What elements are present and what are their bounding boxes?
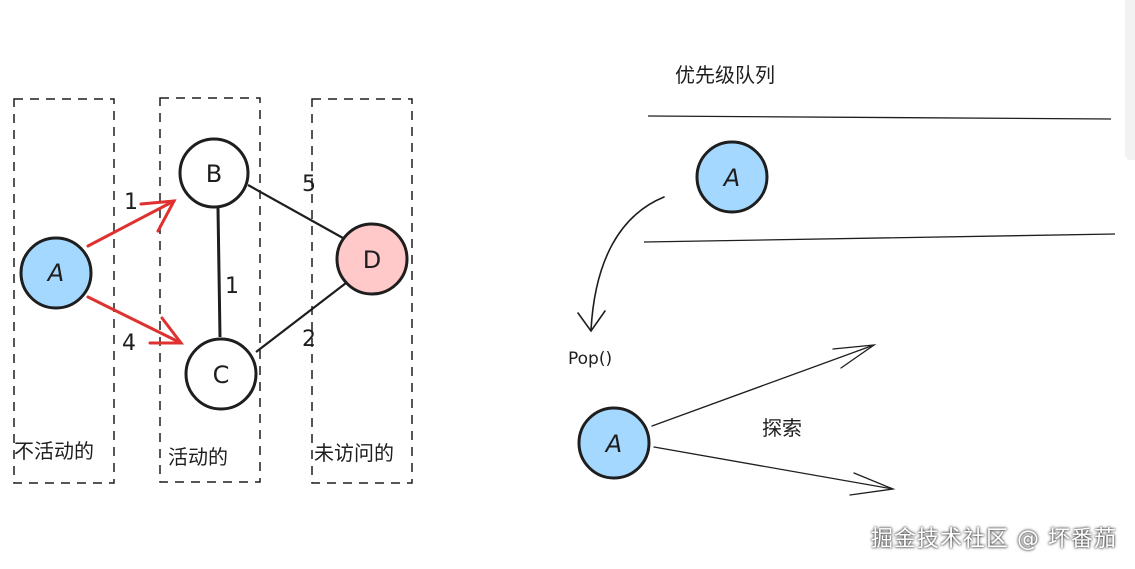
group-label-active: 活动的 [168, 445, 228, 469]
edge-weight-a-b: 1 [124, 190, 138, 215]
edge-c-d [255, 282, 347, 353]
node-a: A [19, 236, 93, 310]
watermark: 掘金技术社区 @ 坏番茄 [871, 527, 1117, 552]
explore-arrow-up [651, 344, 877, 427]
scrollbar-edge[interactable] [1125, 0, 1135, 160]
svg-text:B: B [206, 160, 222, 188]
queue-node-a: A [695, 140, 769, 214]
pop-arrow [577, 196, 665, 333]
svg-text:A: A [604, 430, 622, 458]
arrow-a-c [86, 295, 185, 345]
group-box-unvisited [311, 98, 413, 484]
group-label-unvisited: 未访问的 [314, 441, 394, 465]
node-c: C [184, 337, 258, 411]
explore-arrow-down [653, 446, 896, 496]
group-label-inactive: 不活动的 [14, 439, 94, 463]
edge-weight-a-c: 4 [122, 331, 136, 356]
group-box-inactive [13, 98, 115, 484]
group-box-active [159, 97, 261, 483]
queue-bottom-line [643, 233, 1116, 243]
queue-top-line [647, 115, 1112, 120]
svg-text:D: D [363, 246, 381, 274]
queue-title: 优先级队列 [675, 63, 775, 87]
node-d: D [335, 222, 409, 296]
explore-label: 探索 [762, 416, 802, 440]
svg-text:A: A [46, 259, 64, 287]
edge-b-d [247, 184, 344, 239]
arrow-a-b [86, 199, 177, 248]
edge-weight-b-c: 1 [225, 274, 239, 299]
edge-weight-c-d: 2 [302, 327, 316, 352]
pop-label: Pop() [568, 349, 612, 369]
explore-node-a: A [577, 406, 651, 480]
edge-b-c [216, 207, 222, 338]
node-b: B [178, 137, 250, 209]
svg-text:A: A [722, 164, 740, 192]
edge-weight-b-d: 5 [302, 172, 316, 197]
svg-text:C: C [213, 361, 230, 389]
